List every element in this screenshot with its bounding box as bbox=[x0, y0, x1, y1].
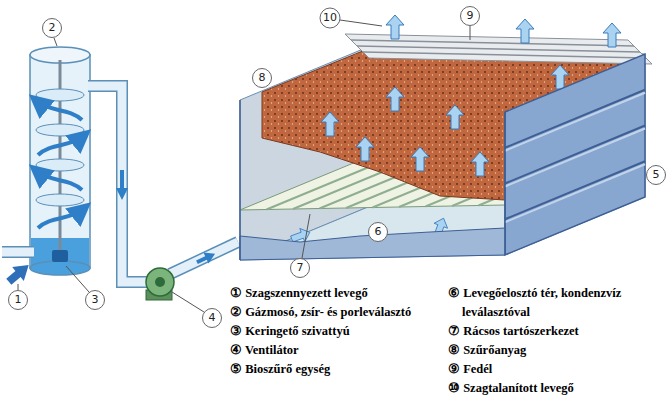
callout-number: 9 bbox=[460, 6, 480, 26]
air-arrow bbox=[446, 105, 464, 129]
legend-text: ⑨ Fedél bbox=[448, 360, 492, 379]
legend-text: ② Gázmosó, zsír- és porleválasztó bbox=[230, 303, 411, 322]
callout-number: 8 bbox=[252, 68, 272, 88]
legend-text: ⑩ Szagtalanított levegő bbox=[448, 379, 574, 398]
callout-number: 2 bbox=[42, 18, 62, 38]
callout-circle bbox=[9, 291, 28, 310]
wall-rib bbox=[505, 164, 645, 222]
legend-text: ④ Ventilátor bbox=[230, 341, 299, 360]
leader-line bbox=[66, 266, 89, 292]
callout-number: 10 bbox=[320, 8, 340, 28]
leader-line bbox=[172, 292, 204, 312]
air-arrow bbox=[356, 137, 374, 161]
exhaust-arrow bbox=[603, 23, 621, 47]
pipe-outline bbox=[88, 86, 148, 282]
fan bbox=[146, 268, 174, 296]
wall-rib bbox=[505, 93, 645, 151]
inlet-pipe-outline bbox=[2, 246, 34, 258]
flow-arrow bbox=[38, 137, 82, 155]
spray-disc bbox=[36, 194, 84, 206]
callout-number: 7 bbox=[290, 258, 310, 278]
fan-pipe bbox=[170, 242, 238, 274]
pipe-flow-arrow bbox=[194, 248, 217, 267]
circulation-pump bbox=[52, 250, 68, 262]
callout-circle bbox=[647, 166, 666, 185]
fan-pipe-outline bbox=[170, 242, 238, 274]
leader-lines bbox=[18, 20, 470, 312]
spray-disc bbox=[36, 124, 84, 136]
leader-line bbox=[18, 284, 19, 290]
legend-text: ⑦ Rácsos tartószerkezet bbox=[448, 322, 579, 341]
callout-number: 5 bbox=[646, 165, 666, 185]
leader-line bbox=[54, 38, 57, 46]
callout-number: 3 bbox=[85, 290, 105, 310]
callout-number: 1 bbox=[8, 290, 28, 310]
inlet-air-arrow bbox=[3, 258, 34, 289]
scrubber-bottom bbox=[30, 261, 90, 275]
wall-rib bbox=[505, 161, 645, 219]
air-arrow bbox=[551, 65, 569, 89]
air-arrow bbox=[471, 152, 489, 176]
wall-rib bbox=[505, 126, 645, 184]
flow-arrow bbox=[38, 172, 82, 190]
leader-line bbox=[340, 20, 382, 26]
legend-text: ① Szagszennyezett levegő bbox=[230, 284, 368, 303]
scrubber-body bbox=[30, 55, 90, 268]
callout-circle bbox=[291, 259, 310, 278]
pipe-flow-arrow bbox=[116, 170, 128, 200]
fan-hub bbox=[155, 277, 165, 287]
lid-bar bbox=[357, 46, 640, 52]
legend-text: ⑤ Bioszűrő egység bbox=[230, 360, 330, 379]
callout-circle bbox=[369, 223, 388, 242]
wall-rib bbox=[505, 90, 645, 148]
callout-number: 6 bbox=[368, 222, 388, 242]
legend-text: ⑥ Levegőelosztó tér, kondenzvíz leválasz… bbox=[448, 284, 662, 322]
callout-circle bbox=[253, 69, 272, 88]
exhaust-arrow bbox=[516, 19, 534, 43]
air-arrow bbox=[411, 147, 429, 171]
box-edge bbox=[239, 100, 241, 260]
pipe bbox=[88, 86, 148, 282]
spray-disc bbox=[36, 89, 84, 101]
lid-bar bbox=[351, 40, 634, 46]
callout-circles bbox=[9, 7, 666, 328]
legend-text: ⑧ Szűrőanyag bbox=[448, 341, 526, 360]
side-wall bbox=[505, 54, 645, 255]
callout-circle bbox=[86, 291, 105, 310]
air-arrow bbox=[321, 112, 339, 136]
flow-arrow bbox=[38, 210, 82, 228]
flow-arrow bbox=[38, 102, 82, 120]
callout-circle bbox=[320, 8, 340, 28]
callout-number: 4 bbox=[202, 308, 222, 328]
spray-disc bbox=[36, 159, 84, 171]
leader-line bbox=[470, 26, 471, 40]
wall-ribs bbox=[505, 90, 645, 223]
callout-circle bbox=[461, 7, 480, 26]
inlet-pipe bbox=[2, 248, 34, 257]
callout-circle bbox=[43, 19, 62, 38]
lid-bar bbox=[363, 52, 646, 58]
legend-text: ③ Keringető szivattyú bbox=[230, 322, 350, 341]
box-edge bbox=[504, 112, 506, 255]
callout-circle bbox=[203, 309, 222, 328]
air-arrow bbox=[386, 87, 404, 111]
exhaust-arrow bbox=[386, 15, 404, 39]
leader-line bbox=[302, 214, 310, 258]
wall-rib bbox=[505, 129, 645, 187]
